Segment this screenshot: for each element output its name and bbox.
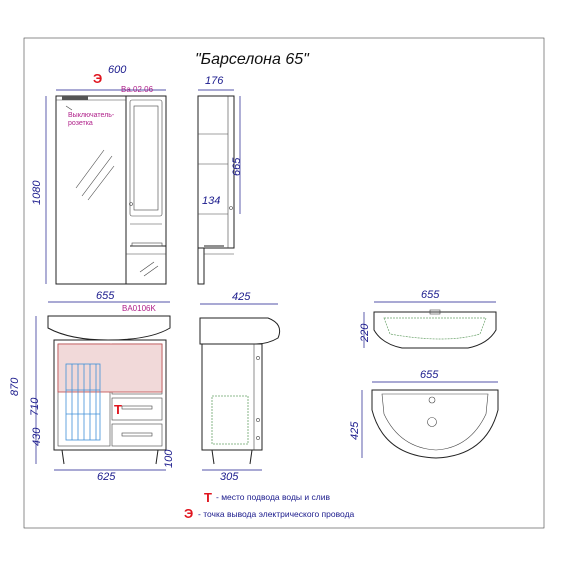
dim-mirror-shelf-height: 665	[231, 157, 243, 176]
dim-cabinet-body-height: 710	[29, 397, 41, 416]
socket-label-1: Выключатель-	[68, 112, 115, 119]
dim-cabinet-lower-height: 430	[31, 427, 43, 446]
lamp	[62, 96, 88, 100]
dim-legs: 100	[163, 449, 175, 468]
cabinet-body	[53, 339, 167, 451]
mirror-side-view: 176 665 134	[197, 75, 243, 285]
cabinet-drawer-1	[111, 397, 163, 421]
siphon-grid	[65, 363, 101, 441]
sink-top-view: 655 425	[349, 369, 499, 459]
mirror-side-outline	[197, 95, 235, 249]
tap-hole	[428, 396, 436, 404]
sink-bowl	[381, 393, 489, 451]
cabinet-side-view: 425 305	[199, 291, 281, 483]
dim-cabinet-base-width: 625	[97, 471, 116, 483]
legend-e-mark: Э	[184, 506, 193, 521]
cabinet-code: BA0106K	[122, 304, 156, 313]
mirror-cabinet-door	[129, 99, 163, 217]
water-mark-t: Т	[114, 402, 122, 417]
dim-sink-top-width: 655	[420, 369, 439, 381]
legend-t-mark: Т	[204, 490, 212, 505]
dim-cabinet-base-depth: 305	[220, 471, 239, 483]
sink-top-outline	[371, 389, 499, 459]
frame-border	[23, 37, 545, 529]
cabinet-drawer-2	[111, 423, 163, 447]
dim-cabinet-depth: 425	[232, 291, 251, 303]
legend-e-text: - точка вывода электрического провода	[198, 509, 355, 519]
legend-t-text: - место подвода воды и слив	[216, 492, 330, 502]
cabinet-front-view: Т 655 BA0106K 870 710 430 100 625	[9, 290, 175, 483]
socket-label-2: розетка	[68, 120, 93, 127]
sink-basin-front	[47, 315, 171, 341]
sink-front-view: 655 220	[359, 289, 497, 349]
cabinet-side-body	[201, 343, 263, 451]
dim-sink-top-depth: 425	[349, 421, 361, 440]
dim-cabinet-total-height: 870	[9, 377, 21, 396]
mirror-code: Ba.02.06	[121, 85, 154, 94]
drawing-title: "Барселона 65"	[195, 51, 310, 68]
dim-sink-front-width: 655	[421, 289, 440, 301]
water-zone	[57, 343, 163, 393]
sink-side-profile	[199, 317, 281, 345]
mirror-front-view: 600 1080 Ba.02.06 Э Выключатель- розетка	[31, 64, 167, 285]
dim-mirror-height: 1080	[31, 180, 43, 205]
dim-mirror-depth: 176	[205, 75, 224, 87]
dim-mirror-width: 600	[108, 64, 127, 76]
sink-front-outline	[373, 311, 497, 349]
dim-sink-height: 220	[359, 323, 371, 343]
dim-cabinet-width: 655	[96, 290, 115, 302]
legend: Т - место подвода воды и слив Э - точка …	[184, 490, 355, 521]
drain-hole	[427, 417, 437, 427]
dim-mirror-bottom-gap: 134	[202, 195, 220, 207]
socket-mark-e: Э	[93, 71, 102, 86]
mirror-outline	[55, 95, 167, 285]
